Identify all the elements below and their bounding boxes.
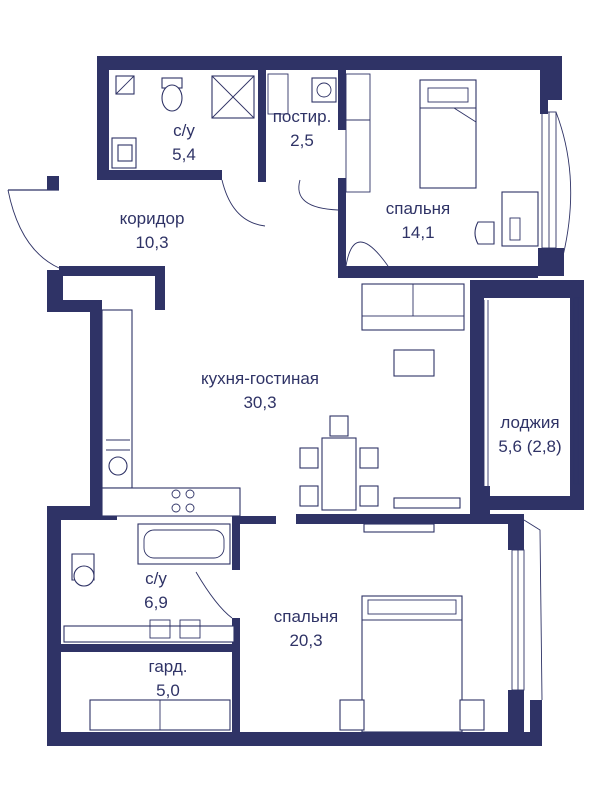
bedroom1-name: спальня — [386, 199, 451, 218]
bath2-area: 6,9 — [144, 593, 168, 612]
bedroom1-area: 14,1 — [401, 223, 434, 242]
walls — [47, 56, 584, 746]
fixtures — [7, 73, 539, 733]
laundry-name: постир. — [273, 107, 332, 126]
corridor-area: 10,3 — [135, 233, 168, 252]
bath1-area: 5,4 — [172, 145, 196, 164]
bedroom2-name: спальня — [274, 607, 339, 626]
wardrobe-name: гард. — [149, 657, 188, 676]
corridor-name: коридор — [120, 209, 185, 228]
loggia-area: 5,6 (2,8) — [498, 437, 561, 456]
windows — [483, 111, 583, 701]
bath1-name: с/у — [173, 121, 195, 140]
room-labels: с/у 5,4 постир. 2,5 спальня 14,1 коридор… — [120, 107, 562, 700]
bath2-name: с/у — [145, 569, 167, 588]
kitchen-area: 30,3 — [243, 393, 276, 412]
loggia-name: лоджия — [500, 413, 559, 432]
wardrobe-area: 5,0 — [156, 681, 180, 700]
laundry-area: 2,5 — [290, 131, 314, 150]
bedroom2-area: 20,3 — [289, 631, 322, 650]
kitchen-name: кухня-гостиная — [201, 369, 319, 388]
